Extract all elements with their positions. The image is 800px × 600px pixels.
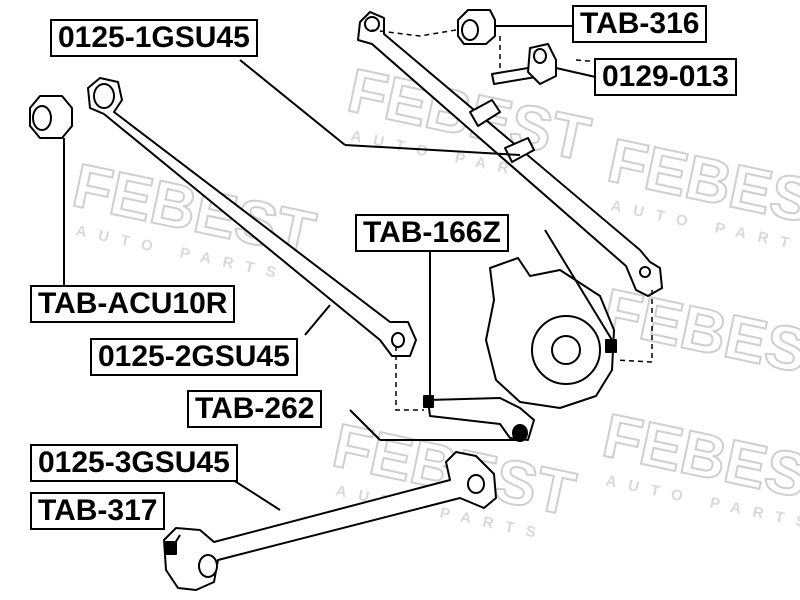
camber-bolt-0129-013: [491, 43, 557, 85]
rear-knuckle: [423, 257, 617, 442]
part-label-0125-3gsu45: 0125-3GSU45: [30, 444, 238, 482]
part-label-0125-2gsu45: 0125-2GSU45: [90, 338, 298, 376]
part-label-tab-166z: TAB-166Z: [355, 214, 509, 252]
leader-0125-3gsu45: [229, 477, 281, 511]
part-label-0129-013: 0129-013: [594, 58, 737, 96]
leader-tab-317: [171, 534, 181, 549]
part-label-tab-317: TAB-317: [30, 492, 166, 530]
leader-lines: [63, 25, 613, 549]
leader-0129-013: [555, 67, 601, 79]
lateral-arm-2gsu45: [87, 77, 417, 357]
bushing-tab-316: [457, 9, 496, 45]
leader-0125-1gsu45: [239, 59, 346, 146]
part-label-tab-316: TAB-316: [572, 5, 708, 43]
leader-0125-1gsu45-b: [344, 144, 521, 156]
bushing-tab-acu10r: [29, 95, 73, 139]
part-label-tab-262: TAB-262: [187, 390, 323, 428]
lower-arm-3gsu45: [163, 451, 497, 591]
part-label-0125-1gsu45: 0125-1GSU45: [50, 19, 258, 57]
leader-0125-2gsu45: [304, 304, 331, 336]
leader-tab-262: [349, 409, 381, 441]
watermark-brand: FEBEST: [597, 276, 800, 394]
part-label-tab-acu10r: TAB-ACU10R: [30, 285, 236, 323]
leader-tab-166z-b: [544, 229, 613, 341]
